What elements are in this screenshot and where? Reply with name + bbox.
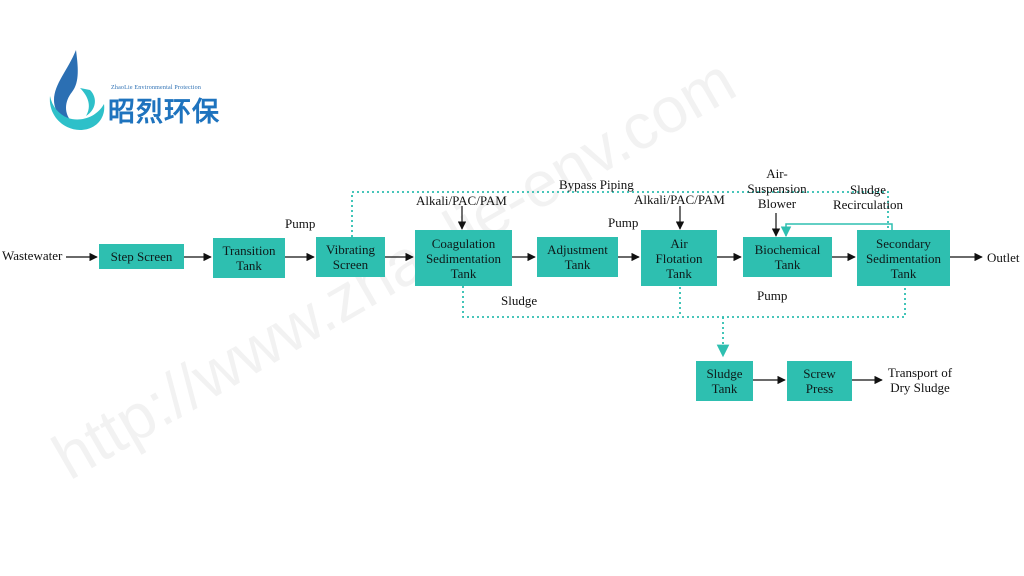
sludge-recirculation-label: Sludge Recirculation: [832, 182, 904, 212]
wastewater-label: Wastewater: [2, 248, 63, 263]
pump-label-2: Pump: [608, 215, 639, 230]
chemicals-label-air-flotation: Alkali/PAC/PAM: [634, 192, 725, 207]
air-flotation-tank-box: Air Flotation Tank: [641, 230, 717, 286]
vibrating-screen-box: Vibrating Screen: [316, 237, 385, 277]
pump-label-1: Pump: [285, 216, 316, 231]
logo-english-text: ZhaoLie Environmental Protection: [111, 85, 202, 91]
chemicals-label-coagulation: Alkali/PAC/PAM: [416, 193, 507, 208]
step-screen-box: Step Screen: [99, 244, 184, 269]
sludge-tank-box: Sludge Tank: [696, 361, 753, 401]
logo-chinese-text: 昭烈环保: [108, 97, 220, 128]
outlet-label: Outlet: [987, 250, 1020, 265]
air-suspension-blower-label: Air- Suspension Blower: [747, 166, 807, 211]
water-drop-logo-icon: [49, 50, 105, 130]
biochemical-tank-box: Biochemical Tank: [743, 237, 832, 277]
pump-label-3: Pump: [757, 288, 788, 303]
dry-sludge-transport-label: Transport of Dry Sludge: [887, 365, 953, 395]
coagulation-sedimentation-tank-box: Coagulation Sedimentation Tank: [415, 230, 512, 286]
adjustment-tank-box: Adjustment Tank: [537, 237, 618, 277]
sludge-label: Sludge: [501, 293, 538, 308]
bypass-piping-label: Bypass Piping: [559, 177, 634, 192]
screw-press-box: Screw Press: [787, 361, 852, 401]
transition-tank-box: Transition Tank: [213, 238, 285, 278]
sludge-recirculation-line: [780, 223, 893, 238]
secondary-sedimentation-tank-box: Secondary Sedimentation Tank: [857, 230, 950, 286]
sludge-collection-line: [462, 286, 906, 318]
